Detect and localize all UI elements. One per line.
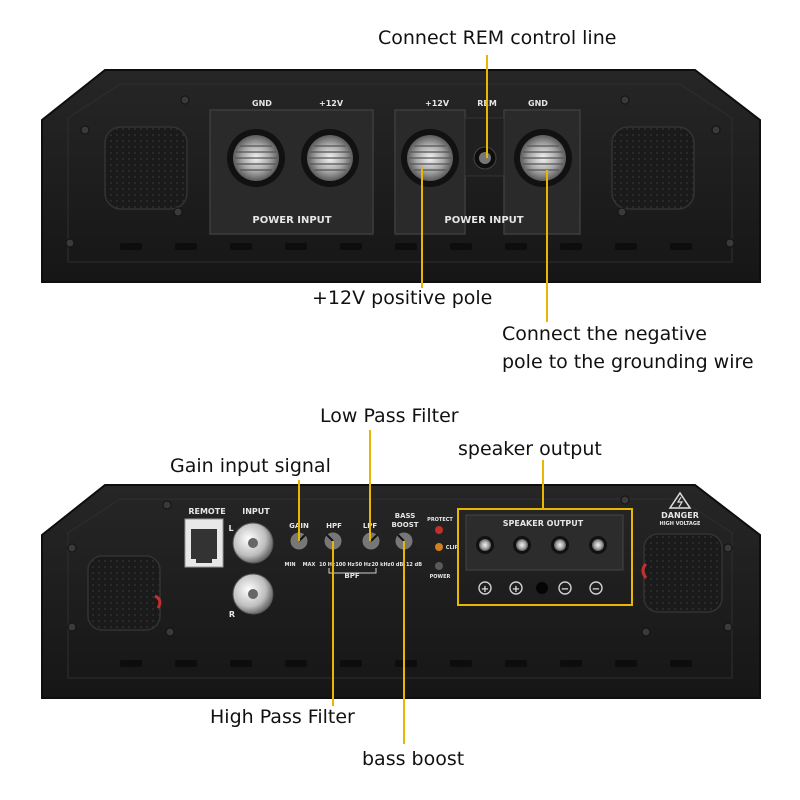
screw	[711, 125, 721, 135]
fan-grille-left	[104, 126, 188, 210]
polarity-plus-2	[509, 581, 523, 595]
screw	[173, 207, 183, 217]
label-bass-max: 12 dB	[406, 562, 422, 568]
label-input-l: L	[228, 524, 233, 533]
power-terminal-gnd-left[interactable]	[227, 129, 285, 187]
remote-jack[interactable]	[184, 518, 224, 568]
screw	[65, 238, 75, 248]
label-gnd-left: GND	[252, 99, 272, 108]
terminal-sign-3: −	[561, 584, 569, 595]
speaker-terminal-4[interactable]	[589, 536, 607, 554]
label-lpf-max: 20 kHz	[371, 562, 390, 568]
label-danger: DANGER	[661, 511, 699, 520]
top-amplifier-panel: GND +12V +12V REM GND POWER INPUT POWER …	[41, 55, 761, 322]
rem-terminal[interactable]	[473, 146, 497, 170]
speaker-terminal-3[interactable]	[551, 536, 569, 554]
label-input-r: R	[229, 610, 235, 619]
label-boost: BOOST	[391, 521, 418, 529]
label-bass-min: 0 dB	[391, 562, 404, 568]
danger-warning-icon	[668, 491, 692, 509]
rca-input-left[interactable]	[232, 522, 274, 564]
label-hpf-min: 10 Hz	[319, 562, 335, 568]
power-terminal-12v-left[interactable]	[301, 129, 359, 187]
callout-low-pass-filter: Low Pass Filter	[320, 405, 459, 427]
polarity-minus-1	[558, 581, 572, 595]
protect-led	[435, 526, 443, 534]
label-12v-left: +12V	[319, 99, 344, 108]
bottom-amplifier-panel: REMOTE INPUT L R GAIN HPF LPF BASS BOOST…	[41, 430, 761, 744]
label-power-input-right: POWER INPUT	[444, 215, 523, 226]
label-gnd-right: GND	[528, 99, 548, 108]
callout-speaker-output: speaker output	[458, 438, 602, 460]
label-bass: BASS	[395, 512, 416, 520]
power-terminal-gnd-right[interactable]	[514, 129, 572, 187]
callout-positive-pole: +12V positive pole	[312, 287, 493, 309]
callout-gain-input: Gain input signal	[170, 455, 331, 477]
clip-led	[435, 543, 443, 551]
power-terminal-12v-right[interactable]	[401, 129, 459, 187]
label-input: INPUT	[242, 507, 270, 516]
label-speaker-output: SPEAKER OUTPUT	[503, 519, 584, 528]
fan-grille-left	[87, 555, 161, 631]
callout-negative-line1: Connect the negative	[502, 323, 707, 345]
label-bpf: BPF	[344, 572, 359, 580]
screw	[725, 238, 735, 248]
terminal-sign-2: +	[512, 584, 520, 595]
speaker-terminal-1[interactable]	[476, 536, 494, 554]
label-gain-max: MAX	[303, 562, 316, 568]
screw	[620, 95, 630, 105]
screw	[80, 125, 90, 135]
screw	[617, 207, 627, 217]
polarity-minus-2	[589, 581, 603, 595]
speaker-terminal-2[interactable]	[513, 536, 531, 554]
terminal-sign-1: +	[481, 584, 489, 595]
label-power: POWER	[430, 574, 451, 580]
label-lpf-min: 50 Hz	[355, 562, 371, 568]
polarity-plus-1	[478, 581, 492, 595]
callout-rem-control: Connect REM control line	[378, 27, 617, 49]
callout-negative-line2: pole to the grounding wire	[502, 351, 754, 373]
label-remote: REMOTE	[188, 507, 225, 516]
label-hpf: HPF	[326, 522, 342, 530]
callout-high-pass-filter: High Pass Filter	[210, 706, 355, 728]
label-power-input-left: POWER INPUT	[252, 215, 331, 226]
callout-bass-boost: bass boost	[362, 748, 465, 770]
screw	[180, 95, 190, 105]
label-gain-min: MIN	[284, 562, 295, 568]
label-clip: CLIP	[446, 545, 459, 551]
fan-grille-right	[643, 533, 723, 613]
fan-grille-right	[611, 126, 695, 210]
label-protect: PROTECT	[427, 517, 453, 523]
label-12v-right: +12V	[425, 99, 450, 108]
callout-line-speaker	[457, 460, 633, 606]
terminal-sign-4: −	[592, 584, 600, 595]
label-hpf-max: 100 Hz	[335, 562, 354, 568]
label-high-voltage: HIGH VOLTAGE	[660, 521, 701, 527]
rca-input-right[interactable]	[232, 573, 274, 615]
power-led	[435, 562, 443, 570]
